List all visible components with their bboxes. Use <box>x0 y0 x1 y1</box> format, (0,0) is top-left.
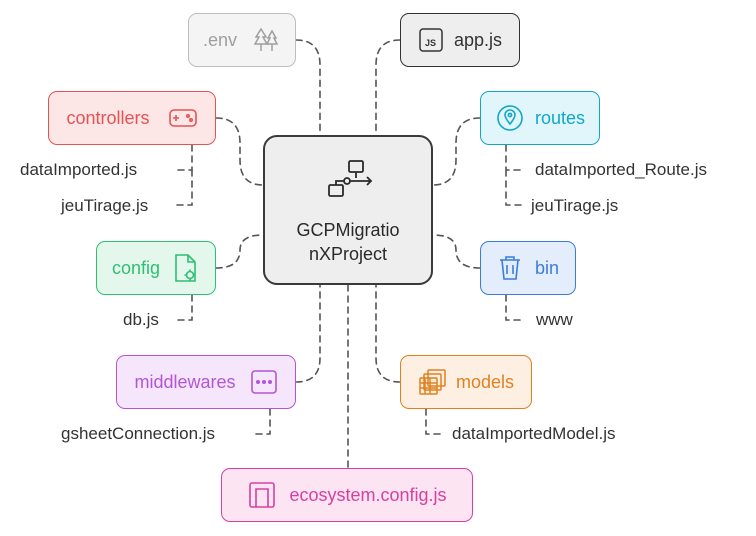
center-title-line2: nXProject <box>308 244 388 264</box>
leaf-controllers-dataimported: dataImported.js <box>20 160 138 179</box>
env-node[interactable]: .env <box>188 13 296 67</box>
connector-routes-leaf1 <box>505 144 523 171</box>
env-label: .env <box>202 29 238 50</box>
bin-node[interactable]: bin <box>480 241 576 295</box>
map-pin-icon <box>495 103 525 133</box>
gamepad-icon <box>168 106 198 130</box>
connector-controllers-leaf1 <box>174 144 193 171</box>
connector-middlewares <box>295 284 321 383</box>
leaf-models-dataimportedmodel: dataImportedModel.js <box>452 424 616 443</box>
middlewares-label: middlewares <box>134 371 236 392</box>
svg-text:JS: JS <box>425 38 436 48</box>
middlewares-node[interactable]: middlewares <box>116 355 296 409</box>
leaf-controllers-jeutirage: jeuTirage.js <box>61 196 149 215</box>
trees-icon <box>251 25 281 55</box>
ecosystem-label: ecosystem.config.js <box>289 484 447 505</box>
appjs-node[interactable]: JS app.js <box>400 13 520 67</box>
models-label: models <box>455 371 515 392</box>
leaf-config-dbjs: db.js <box>123 310 159 329</box>
bin-label: bin <box>534 257 560 278</box>
models-node[interactable]: models <box>400 355 532 409</box>
connector-config-leaf1 <box>174 294 193 321</box>
settings-file-icon <box>172 252 200 284</box>
controllers-node[interactable]: controllers <box>48 91 216 145</box>
connector-middlewares-leaf1 <box>254 408 271 435</box>
appjs-label: app.js <box>453 29 503 50</box>
connector-env <box>295 39 321 136</box>
dots-icon <box>250 369 278 395</box>
center-node[interactable]: GCPMigratio nXProject <box>263 135 433 285</box>
leaf-middlewares-gsheetconnection: gsheetConnection.js <box>61 424 216 443</box>
cabinet-icon <box>247 480 277 510</box>
leaf-routes-jeutirage: jeuTirage.js <box>531 196 619 215</box>
controllers-label: controllers <box>66 107 150 128</box>
stack-icon <box>418 368 448 396</box>
connector-models-leaf1 <box>425 408 443 435</box>
connector-routes-leaf2 <box>505 169 523 206</box>
trash-icon <box>497 254 523 282</box>
connector-routes <box>432 117 481 186</box>
routes-label: routes <box>534 107 586 128</box>
flow-chart-icon <box>327 159 375 204</box>
connector-controllers <box>215 117 264 186</box>
routes-node[interactable]: routes <box>480 91 600 145</box>
connector-appjs <box>375 39 401 136</box>
connector-config <box>215 234 264 269</box>
config-label: config <box>111 257 161 278</box>
center-title: GCPMigratio nXProject <box>265 218 431 266</box>
js-file-icon: JS <box>418 27 444 53</box>
center-title-line1: GCPMigratio <box>296 220 400 240</box>
leaf-routes-dataimported-route: dataImported_Route.js <box>535 160 707 179</box>
ecosystem-node[interactable]: ecosystem.config.js <box>221 468 473 522</box>
connector-bin-leaf1 <box>505 294 523 321</box>
config-node[interactable]: config <box>96 241 216 295</box>
connector-controllers-leaf2 <box>174 169 193 206</box>
connector-bin <box>432 234 481 269</box>
connector-models <box>375 284 401 383</box>
leaf-bin-www: www <box>536 310 573 329</box>
